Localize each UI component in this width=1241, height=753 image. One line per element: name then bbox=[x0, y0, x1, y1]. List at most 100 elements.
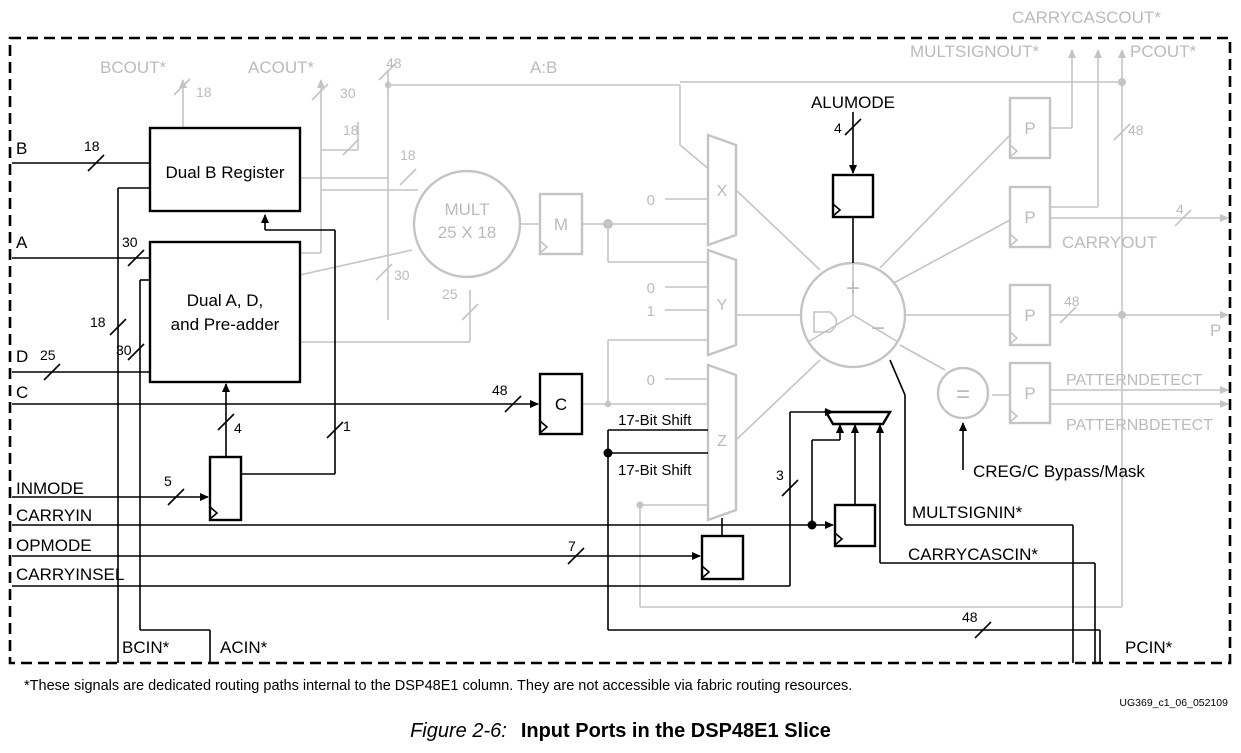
x-label: X bbox=[717, 183, 728, 200]
opmode-register bbox=[700, 534, 745, 581]
dual-a-label-2: and Pre-adder bbox=[171, 315, 280, 334]
black-wiring bbox=[12, 112, 1101, 663]
labels: Dual B Register Dual A, D, and Pre-adder… bbox=[16, 8, 1221, 657]
p-register-1 bbox=[1008, 96, 1052, 160]
w-1: 1 bbox=[343, 418, 351, 434]
mult-label-1: MULT bbox=[444, 200, 489, 219]
w-c48: 48 bbox=[492, 382, 508, 398]
gray-blocks bbox=[412, 96, 1052, 522]
inmode-register bbox=[208, 455, 243, 522]
w-left18: 18 bbox=[90, 314, 106, 330]
y-const-0: 0 bbox=[647, 280, 655, 297]
w-mb18: 18 bbox=[343, 122, 359, 138]
w-d25: 25 bbox=[40, 347, 56, 363]
caption-label: Figure 2-6: bbox=[410, 720, 507, 742]
z-const-0: 0 bbox=[647, 372, 655, 389]
w-carryout4: 4 bbox=[1176, 201, 1184, 217]
slice-boundary bbox=[8, 36, 1232, 665]
shift-label-1: 17-Bit Shift bbox=[618, 412, 692, 429]
p-register-2 bbox=[1008, 185, 1052, 249]
port-acin: ACIN* bbox=[220, 638, 268, 657]
figure-code: UG369_c1_06_052109 bbox=[1119, 697, 1228, 709]
port-alumode: ALUMODE bbox=[811, 93, 895, 112]
p-register-4 bbox=[1008, 361, 1052, 425]
m-label: M bbox=[554, 215, 568, 234]
w-ab48: 48 bbox=[386, 55, 402, 71]
port-carryin: CARRYIN bbox=[16, 506, 92, 525]
port-pcin: PCIN* bbox=[1125, 638, 1173, 657]
out-carryout: CARRYOUT bbox=[1062, 233, 1157, 252]
w-b18: 18 bbox=[84, 138, 100, 154]
w-left30: 30 bbox=[116, 342, 132, 358]
footnote: *These signals are dedicated routing pat… bbox=[24, 678, 853, 694]
y-const-1: 1 bbox=[647, 303, 655, 320]
p-label-4: P bbox=[1024, 384, 1035, 403]
out-pcout: PCOUT* bbox=[1130, 42, 1197, 61]
mult-label-2: 25 X 18 bbox=[438, 223, 497, 242]
alumode-register bbox=[831, 173, 875, 219]
dual-b-label: Dual B Register bbox=[165, 163, 284, 182]
dual-a-label-1: Dual A, D, bbox=[187, 291, 264, 310]
w-acout30: 30 bbox=[340, 85, 356, 101]
port-inmode: INMODE bbox=[16, 479, 84, 498]
p-label-2: P bbox=[1024, 208, 1035, 227]
out-ab: A:B bbox=[530, 58, 557, 77]
shift-label-2: 17-Bit Shift bbox=[618, 462, 692, 479]
port-a: A bbox=[16, 233, 28, 252]
x-mux bbox=[706, 133, 738, 247]
out-carrycascout: CARRYCASCOUT* bbox=[1012, 8, 1161, 27]
comparator-block bbox=[936, 366, 990, 420]
caption-title: Input Ports in the DSP48E1 Slice bbox=[520, 720, 831, 742]
black-blocks bbox=[148, 126, 877, 581]
w-mb18b: 18 bbox=[400, 147, 416, 163]
z-label: Z bbox=[717, 433, 727, 450]
minus-label: − bbox=[871, 315, 885, 342]
w-p48: 48 bbox=[1064, 293, 1080, 309]
w-opmode7: 7 bbox=[568, 538, 576, 554]
w-bcout18: 18 bbox=[196, 84, 212, 100]
w-pcout48: 48 bbox=[1128, 122, 1144, 138]
y-label: Y bbox=[717, 297, 728, 314]
m-register bbox=[538, 192, 584, 256]
out-multsignout: MULTSIGNOUT* bbox=[910, 42, 1039, 61]
z-mux bbox=[706, 363, 738, 522]
dual-b-register bbox=[148, 126, 302, 213]
diagram-canvas: Dual B Register Dual A, D, and Pre-adder… bbox=[8, 8, 1232, 665]
c-label: C bbox=[555, 395, 567, 414]
c-register bbox=[538, 372, 584, 436]
out-bcout: BCOUT* bbox=[100, 58, 167, 77]
plus-label: + bbox=[846, 275, 860, 302]
w-alu4: 4 bbox=[834, 120, 842, 136]
p-register-3 bbox=[1008, 283, 1052, 347]
gray-wiring bbox=[173, 49, 1229, 608]
port-b: B bbox=[16, 139, 27, 158]
dual-a-d-preadder bbox=[148, 240, 302, 384]
multiplier-block bbox=[412, 169, 522, 279]
p-label-1: P bbox=[1024, 119, 1035, 138]
gate-icon bbox=[813, 311, 838, 333]
figure-caption: Figure 2-6: Input Ports in the DSP48E1 Sl… bbox=[0, 720, 1241, 743]
w-pcin48: 48 bbox=[962, 609, 978, 625]
port-opmode: OPMODE bbox=[16, 536, 92, 555]
out-p: P bbox=[1210, 321, 1221, 340]
y-mux bbox=[706, 248, 738, 357]
carry-mux bbox=[823, 410, 893, 426]
port-multsignin: MULTSIGNIN* bbox=[912, 503, 1023, 522]
w-pre25: 25 bbox=[442, 286, 458, 302]
port-carrycascin: CARRYCASCIN* bbox=[908, 545, 1038, 564]
port-d: D bbox=[16, 347, 28, 366]
port-c: C bbox=[16, 383, 28, 402]
out-patternbdetect: PATTERNBDETECT bbox=[1066, 417, 1213, 434]
w-carrysel3: 3 bbox=[776, 467, 784, 483]
x-const-0: 0 bbox=[647, 192, 655, 209]
w-a30: 30 bbox=[122, 234, 138, 250]
w-inmode5: 5 bbox=[164, 473, 172, 489]
port-carryinsel: CARRYINSEL bbox=[16, 565, 124, 584]
port-bcin: BCIN* bbox=[122, 638, 170, 657]
eq-label: = bbox=[956, 381, 970, 408]
w-up4: 4 bbox=[234, 420, 242, 436]
p-label-3: P bbox=[1024, 306, 1035, 325]
out-patterndetect: PATTERNDETECT bbox=[1066, 372, 1203, 389]
port-creg: CREG/C Bypass/Mask bbox=[973, 462, 1145, 481]
